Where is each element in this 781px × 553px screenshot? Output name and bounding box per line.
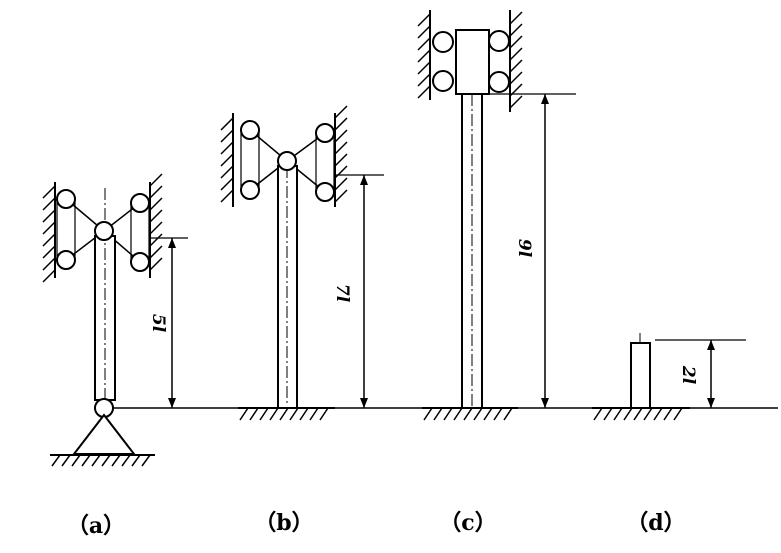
roller bbox=[56, 250, 76, 270]
length-label: 7l bbox=[332, 284, 352, 303]
figure-b: 7l （b） bbox=[220, 105, 384, 536]
wall-left bbox=[42, 182, 56, 283]
wall-right bbox=[149, 173, 163, 278]
fixed-base bbox=[423, 407, 513, 421]
wall-left bbox=[417, 10, 431, 100]
figure-caption: （c） bbox=[439, 510, 496, 536]
roller bbox=[240, 180, 260, 200]
top-hinge bbox=[277, 151, 297, 171]
fixed-base bbox=[593, 407, 683, 421]
figure-d: 2l （d） bbox=[592, 333, 746, 536]
roller bbox=[130, 193, 150, 213]
top-hinge bbox=[94, 221, 114, 241]
roller bbox=[130, 252, 150, 272]
roller bbox=[315, 182, 335, 202]
column bbox=[630, 342, 651, 409]
roller bbox=[432, 31, 454, 53]
figure-a: 5l （a） bbox=[42, 173, 188, 539]
wall-right bbox=[509, 10, 523, 112]
figure-c: 9l （c） bbox=[417, 10, 576, 536]
figure-caption: （d） bbox=[626, 510, 685, 536]
length-label: 5l bbox=[148, 314, 168, 333]
fixed-base bbox=[239, 407, 329, 421]
roller bbox=[315, 123, 335, 143]
length-label: 2l bbox=[678, 365, 698, 385]
roller bbox=[432, 70, 454, 92]
roller bbox=[488, 71, 510, 93]
top-block bbox=[455, 29, 490, 95]
roller bbox=[488, 30, 510, 52]
figure-caption: （b） bbox=[254, 510, 313, 536]
roller bbox=[56, 189, 76, 209]
length-label: 9l bbox=[514, 239, 534, 258]
roller bbox=[240, 120, 260, 140]
pin-support bbox=[71, 413, 137, 455]
wall-left bbox=[220, 113, 234, 207]
figure-caption: （a） bbox=[67, 513, 125, 539]
wall-right bbox=[334, 105, 348, 207]
